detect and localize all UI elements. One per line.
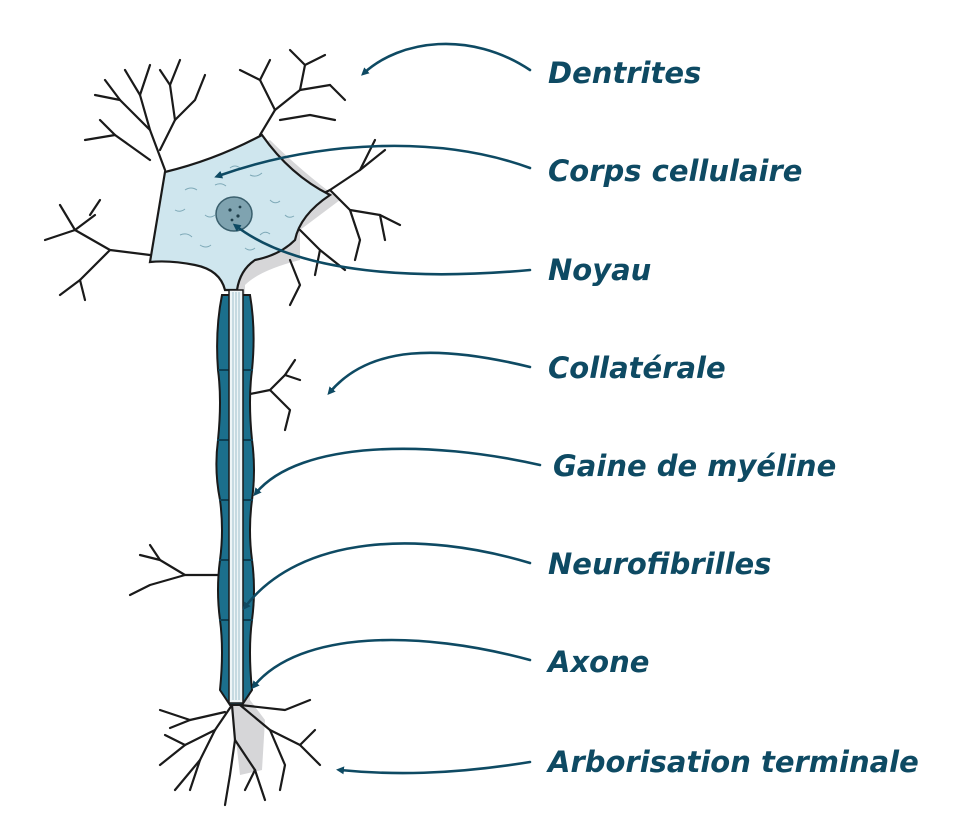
nucleus-drawing: [215, 196, 253, 232]
arrow-axon: [251, 638, 532, 690]
label-myelin: Gaine de myéline: [553, 449, 836, 483]
label-cell-body: Corps cellulaire: [548, 154, 802, 188]
label-neurofibrils: Neurofibrilles: [548, 547, 771, 581]
arrow-terminal: [336, 760, 532, 775]
arrow-cell-body: [214, 144, 532, 179]
labels: Dentrites Corps cellulaire Noyau Collaté…: [546, 56, 919, 779]
arrow-nucleus: [232, 223, 532, 276]
label-dendrites: Dentrites: [548, 56, 701, 90]
label-terminal: Arborisation terminale: [546, 745, 919, 779]
arrow-dendrites: [361, 42, 532, 76]
arrow-myelin: [253, 447, 542, 497]
axon-drawing: [215, 289, 255, 706]
dendrites-drawing: [43, 48, 402, 807]
cell-body-drawing: [148, 133, 333, 292]
arrows: [214, 42, 542, 775]
label-nucleus: Noyau: [548, 253, 651, 287]
label-collateral: Collatérale: [548, 351, 726, 385]
arrow-neurofibrils: [242, 542, 532, 611]
arrow-collateral: [327, 351, 532, 396]
label-axon: Axone: [546, 645, 649, 679]
